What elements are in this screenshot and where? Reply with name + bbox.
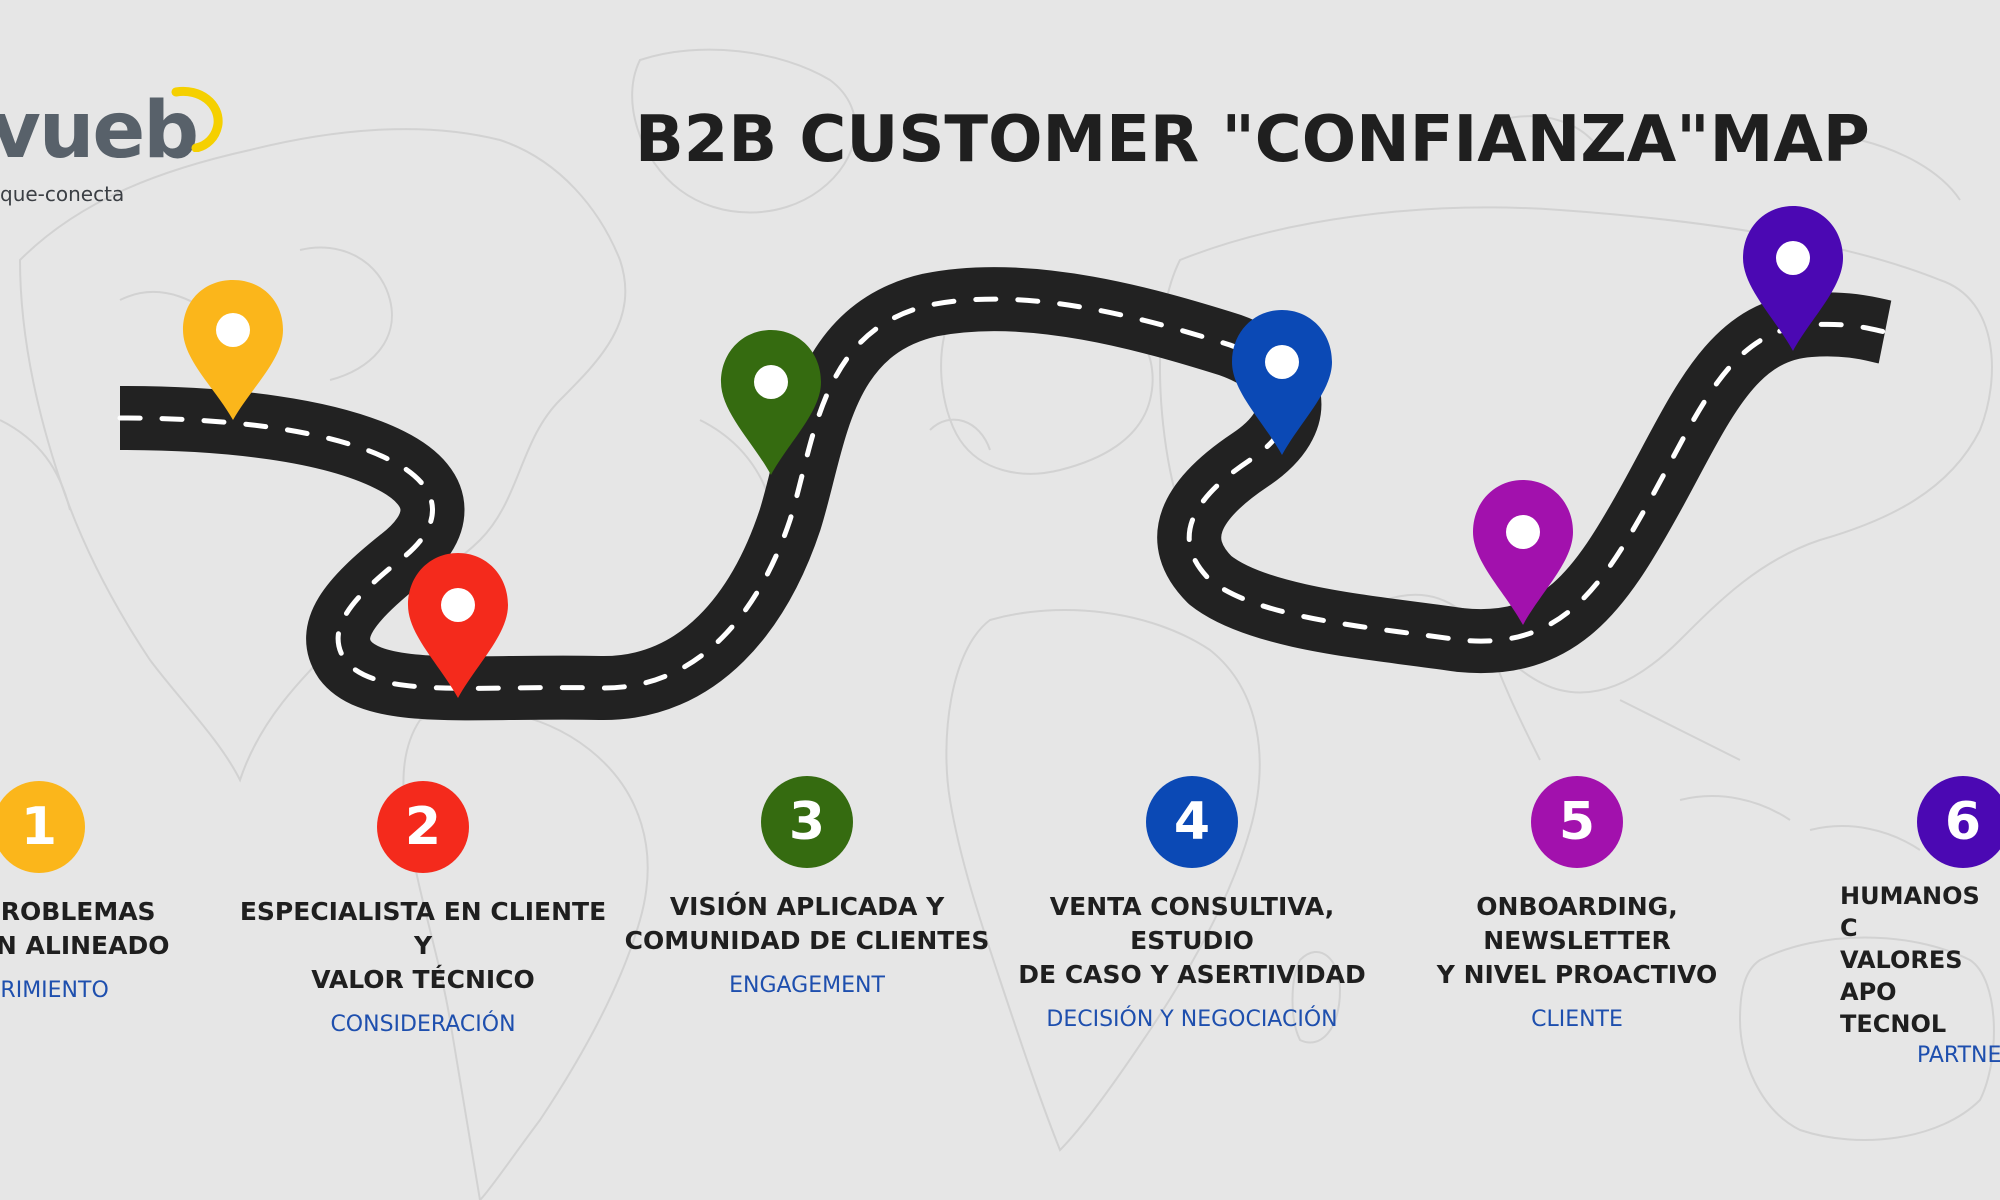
stage-phase-label: CONSIDERACIÓN [330, 1012, 516, 1037]
map-pin-3 [721, 330, 821, 475]
map-pin-icon [183, 280, 283, 420]
map-pin-icon [1232, 310, 1332, 455]
stage-6: 6 HUMANOS C VALORES APO TECNOL PARTNE [1770, 776, 2000, 1070]
logo-accent-arc [171, 86, 223, 152]
logo-wordmark: vueb [0, 86, 199, 176]
stage-number-badge: 2 [377, 781, 469, 873]
logo-tagline: que-conecta [0, 182, 125, 206]
stage-number-badge: 5 [1531, 776, 1623, 868]
stage-phase-label: ENGAGEMENT [729, 973, 885, 998]
stage-description: ESPECIALISTA EN CLIENTE Y VALOR TÉCNICO [239, 897, 607, 994]
map-pin-icon [1473, 480, 1573, 625]
stage-4: 4 VENTA CONSULTIVA, ESTUDIO DE CASO Y AS… [1002, 776, 1382, 1034]
map-pin-1 [183, 280, 283, 420]
stage-number-badge: 4 [1146, 776, 1238, 868]
map-pin-5 [1473, 480, 1573, 625]
stage-phase-label: CLIENTE [1531, 1007, 1623, 1032]
map-pin-icon [721, 330, 821, 475]
stage-description: ONBOARDING, NEWSLETTER Y NIVEL PROACTIVO [1436, 892, 1718, 989]
map-pin-6 [1743, 206, 1843, 351]
stage-description: HUMANOS C VALORES APO TECNOL [1840, 882, 1980, 1038]
stage-number-badge: 3 [761, 776, 853, 868]
road-center-dashes [117, 296, 1888, 691]
stage-description: VISIÓN APLICADA Y COMUNIDAD DE CLIENTES [624, 892, 990, 955]
road-surface [119, 267, 1892, 721]
stage-phase-label: DECISIÓN Y NEGOCIACIÓN [1046, 1007, 1338, 1032]
stage-phase-label: PARTNE [1917, 1043, 2000, 1068]
map-pin-4 [1232, 310, 1332, 455]
stage-1: 1 IDO PROBLEMAS NKEDIN ALINEADO UBRIMIEN… [0, 781, 229, 1005]
map-pin-icon [1743, 206, 1843, 351]
stage-description: IDO PROBLEMAS NKEDIN ALINEADO [0, 897, 170, 960]
map-pin-2 [408, 553, 508, 698]
stage-5: 5 ONBOARDING, NEWSLETTER Y NIVEL PROACTI… [1387, 776, 1767, 1034]
stage-3: 3 VISIÓN APLICADA Y COMUNIDAD DE CLIENTE… [617, 776, 997, 1000]
stage-description: VENTA CONSULTIVA, ESTUDIO DE CASO Y ASER… [1018, 892, 1366, 989]
stage-phase-label: UBRIMIENTO [0, 978, 109, 1003]
stage-number-badge: 1 [0, 781, 85, 873]
map-pin-icon [408, 553, 508, 698]
page-title: B2B CUSTOMER "CONFIANZA"MAP [635, 103, 1870, 177]
stage-2: 2 ESPECIALISTA EN CLIENTE Y VALOR TÉCNIC… [233, 781, 613, 1039]
stage-number-badge: 6 [1917, 776, 2000, 868]
